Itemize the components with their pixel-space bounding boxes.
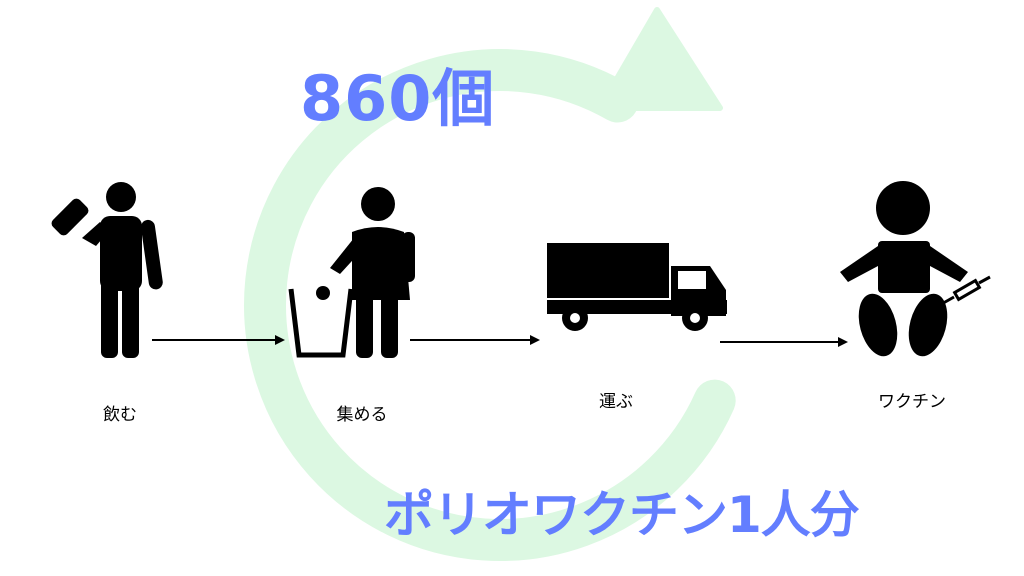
person-drinking-icon — [51, 182, 163, 358]
step-label-collect: 集める — [336, 405, 388, 425]
person-throwing-trash-icon — [288, 187, 415, 358]
step-label-transport: 運ぶ — [599, 392, 633, 412]
baby-vaccine-icon — [840, 181, 991, 357]
arrow-right-icon — [410, 335, 540, 345]
arrow-right-icon — [720, 337, 848, 347]
cycle-arc — [244, 49, 736, 561]
step-label-vaccine: ワクチン — [878, 392, 946, 412]
arrow-right-icon — [152, 335, 285, 345]
bottle-count: 860個 — [300, 62, 496, 135]
truck-icon — [547, 243, 727, 331]
step-label-drink: 飲む — [103, 405, 137, 425]
cycle-arrowhead-icon — [597, 7, 723, 111]
vaccine-result: ポリオワクチン1人分 — [384, 486, 860, 544]
